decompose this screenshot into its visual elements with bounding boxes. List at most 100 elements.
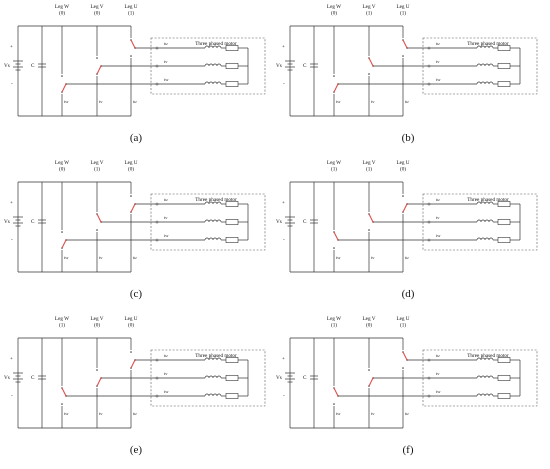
inductor-coil xyxy=(476,63,494,67)
leg-w-switch xyxy=(333,231,339,241)
switch-contact-bottom xyxy=(61,403,63,405)
motor-box xyxy=(150,193,266,251)
source-minus: - xyxy=(11,237,13,243)
switch-contact-top xyxy=(61,75,63,77)
current-iv-label: iv xyxy=(371,255,375,260)
leg-u-state: (0) xyxy=(128,322,134,329)
phase-current-label: iv xyxy=(436,59,440,64)
source-vs-label: Vs xyxy=(4,219,10,225)
switch-contact-bottom xyxy=(368,229,370,231)
inductor-coil xyxy=(204,393,222,397)
switch-contact-top xyxy=(333,75,335,77)
phase-current-label: iv xyxy=(436,215,440,220)
phase-current-label: iw xyxy=(164,389,169,394)
motor-box xyxy=(422,37,538,95)
resistor xyxy=(225,45,239,51)
resistor xyxy=(225,237,239,243)
current-iv-label: iv xyxy=(99,99,103,104)
leg-u-label: Leg U xyxy=(124,316,137,322)
switch-contact-bottom xyxy=(130,55,132,57)
phase-terminal xyxy=(155,238,159,242)
resistor xyxy=(497,81,511,87)
phase-terminal xyxy=(427,82,431,86)
switch-contact-top xyxy=(96,57,98,59)
motor-box xyxy=(150,349,266,407)
motor-box xyxy=(422,193,538,251)
current-iw-label: iw xyxy=(336,411,341,416)
current-iv-label: iv xyxy=(371,411,375,416)
phase-terminal xyxy=(427,46,431,50)
panel-caption: (f) xyxy=(403,444,414,456)
capacitor-label: C xyxy=(31,219,35,225)
source-minus: - xyxy=(283,393,285,399)
panel-caption: (c) xyxy=(130,288,143,300)
panel-caption: (e) xyxy=(130,444,143,456)
current-iu-label: iu xyxy=(405,99,409,104)
leg-u-switch xyxy=(130,203,136,213)
phase-current-label: iv xyxy=(436,371,440,376)
phase-terminal xyxy=(155,394,159,398)
phase-current-label: iv xyxy=(164,59,168,64)
leg-u-state: (1) xyxy=(400,10,406,17)
leg-v-state: (0) xyxy=(94,10,100,17)
current-iw-label: iw xyxy=(64,99,69,104)
switch-contact-bottom xyxy=(333,247,335,249)
motor-label: Three phased motor xyxy=(467,353,509,359)
source-plus: + xyxy=(10,356,13,362)
phase-terminal xyxy=(427,238,431,242)
leg-w-switch xyxy=(61,239,67,249)
switch-contact-top xyxy=(96,369,98,371)
leg-u-label: Leg U xyxy=(396,316,409,322)
current-iw-label: iw xyxy=(64,255,69,260)
phase-terminal xyxy=(427,358,431,362)
capacitor-label: C xyxy=(303,375,307,381)
leg-w-state: (1) xyxy=(331,166,337,173)
motor-label: Three phased motor xyxy=(467,197,509,203)
inductor-coil xyxy=(476,393,494,397)
leg-v-switch xyxy=(96,213,102,223)
leg-w-switch xyxy=(333,387,339,397)
resistor xyxy=(225,393,239,399)
switch-contact-top xyxy=(61,231,63,233)
phase-current-label: iw xyxy=(436,389,441,394)
phase-current-label: iu xyxy=(436,197,440,202)
capacitor-label: C xyxy=(31,375,35,381)
phase-current-label: iw xyxy=(164,233,169,238)
phase-current-label: iu xyxy=(164,353,168,358)
leg-u-switch xyxy=(402,39,408,49)
inductor-coil xyxy=(204,375,222,379)
capacitor-label: C xyxy=(31,63,35,69)
switch-contact-top xyxy=(368,369,370,371)
source-plus: + xyxy=(10,200,13,206)
phase-terminal xyxy=(427,394,431,398)
current-iu-label: iu xyxy=(133,255,137,260)
resistor xyxy=(225,219,239,225)
leg-w-label: Leg W xyxy=(55,316,69,322)
leg-u-switch xyxy=(402,203,408,213)
resistor xyxy=(497,219,511,225)
switch-contact-bottom xyxy=(402,367,404,369)
leg-u-switch xyxy=(402,351,408,361)
switch-contact-top xyxy=(130,351,132,353)
current-iw-label: iw xyxy=(64,411,69,416)
leg-w-label: Leg W xyxy=(327,160,341,166)
leg-w-switch xyxy=(333,83,339,93)
leg-w-label: Leg W xyxy=(55,160,69,166)
leg-u-switch xyxy=(130,359,136,369)
inductor-coil xyxy=(204,81,222,85)
leg-w-state: (0) xyxy=(59,166,65,173)
leg-w-label: Leg W xyxy=(327,4,341,10)
switch-contact-bottom xyxy=(333,403,335,405)
switch-contact-bottom xyxy=(368,73,370,75)
inductor-coil xyxy=(204,219,222,223)
leg-v-switch xyxy=(96,65,102,75)
inductor-coil xyxy=(204,357,222,361)
resistor xyxy=(497,393,511,399)
inductor-coil xyxy=(204,237,222,241)
motor-label: Three phased motor xyxy=(195,197,237,203)
leg-v-label: Leg V xyxy=(362,4,375,10)
